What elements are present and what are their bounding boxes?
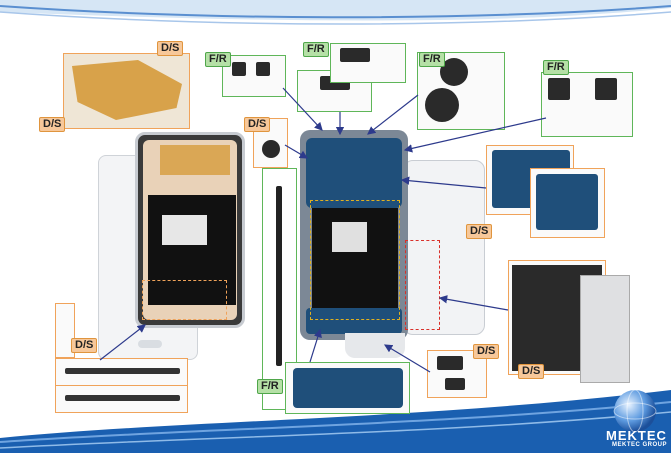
badge-fr-usb: F/R [257,379,283,394]
top-wave-decoration [0,0,671,25]
globe-icon [613,389,657,433]
photo-front-camera [222,55,286,97]
display-black-sheet [148,195,236,305]
sensor-part [437,356,463,370]
nfc-red-dashed-outline [405,240,440,330]
usb-board [293,368,403,408]
photo-key-flex-1 [55,303,75,358]
badge-ds-bottom-left: D/S [71,338,98,353]
logo-name: MEKTEC [606,428,667,443]
badge-ds-sensor: D/S [473,344,500,359]
sub-pcb [306,308,402,334]
battery-label [332,222,367,252]
badge-ds-vibrator: D/S [244,117,271,132]
rear-camera-module-2 [425,88,459,122]
audio-part-2 [595,78,617,100]
key-flex-strip [65,368,180,374]
phone-home-button [138,340,162,348]
display-flex-small [160,145,230,175]
badge-fr-audio: F/R [543,60,569,75]
display-dashed-outline [142,280,227,320]
badge-fr-camera-front: F/R [205,52,231,67]
camera-module-2 [256,62,270,76]
usb-long-flex [276,186,282,366]
earpiece-top-part [340,48,370,62]
badge-ds-left: D/S [39,117,66,132]
key-flex-strip-2 [65,395,180,401]
sim-connector-2 [536,174,598,230]
camera-module-1 [232,62,246,76]
display-label [162,215,207,245]
phone-bottom-cover [345,333,405,358]
main-dashed-outline [310,200,400,320]
nfc-coil-white [580,275,630,383]
badge-ds-nfc: D/S [518,364,545,379]
audio-part-1 [548,78,570,100]
bottom-wave-decoration [0,390,671,453]
badge-fr-earpiece: F/R [303,42,329,57]
photo-usb-flex-frame [262,168,297,410]
badge-fr-camera-rear: F/R [419,52,445,67]
badge-ds-sim: D/S [466,224,493,239]
main-pcb [306,138,402,208]
badge-ds-top: D/S [157,41,184,56]
sensor-part-2 [445,378,465,390]
logo-tagline: MEKTEC GROUP [612,442,668,448]
vibrator-motor [262,140,280,158]
